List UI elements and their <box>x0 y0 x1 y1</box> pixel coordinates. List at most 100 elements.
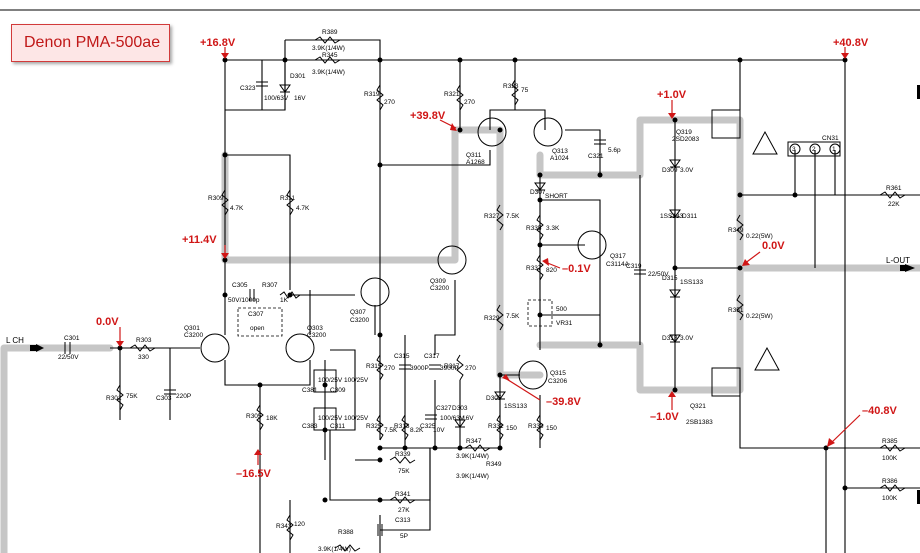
label-d303v: 16V <box>462 415 474 422</box>
label-d313v: 3.0V <box>680 335 694 342</box>
label-q311v: A1268 <box>466 159 485 166</box>
label-c311v: 100/25V <box>344 415 369 422</box>
label-lch: L CH <box>6 336 24 345</box>
label-r389v: 3.9K(1/4W) <box>312 45 345 52</box>
label-r386: R386 <box>882 478 898 485</box>
label-c317v: 3900P <box>440 365 459 372</box>
label-r333v: 150 <box>546 425 557 432</box>
voltage-plus1-0: +1.0V <box>657 89 687 101</box>
label-d307v: SHORT <box>545 193 568 200</box>
label-q313v: A1024 <box>550 155 569 162</box>
voltage-plus16-8: +16.8V <box>200 37 236 49</box>
label-c383v: 100/25V <box>318 415 343 422</box>
label-lout: L-OUT <box>886 256 910 265</box>
label-c325v: 10V <box>433 427 445 434</box>
misc-symbols <box>30 85 920 504</box>
label-r323v: 75 <box>521 87 529 94</box>
label-r385: R385 <box>882 438 898 445</box>
label-r333: R333 <box>528 423 544 430</box>
label-r349bv: 0.22(5W) <box>746 233 773 240</box>
label-c305: C305 <box>232 282 248 289</box>
label-r303: R303 <box>136 337 152 344</box>
resistors <box>116 36 906 552</box>
label-r311v: 4.7K <box>296 205 310 212</box>
voltage-plus39-8: +39.8V <box>410 110 446 122</box>
label-q317v: C3114A <box>606 261 630 268</box>
label-c319: C319 <box>626 263 642 270</box>
label-r349b: R349 <box>728 227 744 234</box>
label-q309v: C3200 <box>430 285 450 292</box>
label-c313: C313 <box>395 517 411 524</box>
label-r309v: 4.7K <box>230 205 244 212</box>
label-r339: R339 <box>395 451 411 458</box>
label-r388v: 3.9K(1/4W) <box>318 546 351 553</box>
label-r319: R319 <box>364 91 380 98</box>
label-vr31v: 500 <box>556 306 567 313</box>
label-q315v: C3206 <box>548 378 568 385</box>
label-r325: R325 <box>366 423 382 430</box>
label-r327v: 7.5K <box>506 213 520 220</box>
label-r341: R341 <box>395 491 411 498</box>
label-c315: C315 <box>394 353 410 360</box>
component-labels: R389 3.9K(1/4W) R345 3.9K(1/4W) C323 100… <box>6 29 910 553</box>
label-r339v: 75K <box>398 468 410 475</box>
label-r347: R347 <box>466 438 482 445</box>
label-r329v: 7.5K <box>506 313 520 320</box>
label-c309v: 100/25V <box>344 377 369 384</box>
label-r351v: 0.22(5W) <box>746 313 773 320</box>
label-r388: R388 <box>338 529 354 536</box>
label-c301v: 22/50V <box>58 354 79 361</box>
label-r343: R343 <box>276 523 292 530</box>
label-c317: C317 <box>424 353 440 360</box>
label-q307v: C3200 <box>350 317 370 324</box>
voltage-minus0-1: –0.1V <box>562 263 591 275</box>
voltage-minus39-8: –39.8V <box>546 396 582 408</box>
label-c327: C327 <box>436 405 452 412</box>
label-q309: Q309 <box>430 278 446 285</box>
label-c323: C323 <box>240 85 256 92</box>
label-r303v: 330 <box>138 354 149 361</box>
label-q301v: C3200 <box>184 332 204 339</box>
label-r345: R345 <box>322 52 338 59</box>
label-r345v: 3.9K(1/4W) <box>312 69 345 76</box>
label-q313: Q313 <box>552 148 568 155</box>
label-c381v: 100/25V <box>318 377 343 384</box>
label-d313: D313 <box>662 335 678 342</box>
label-r337: R337 <box>526 265 542 272</box>
label-cn31: CN31 <box>822 135 839 142</box>
label-c303v: 220P <box>176 393 191 400</box>
label-r311: R311 <box>280 195 295 202</box>
wires <box>110 39 920 553</box>
diodes <box>279 84 681 428</box>
label-r315: R315 <box>366 363 382 370</box>
label-r331: R331 <box>488 423 504 430</box>
label-r385v: 100K <box>882 455 898 462</box>
label-r361v: 22K <box>888 201 900 208</box>
label-q303v: C3200 <box>307 332 327 339</box>
label-c319v: 22/50V <box>648 271 669 278</box>
junction-dots <box>117 57 848 503</box>
label-c323v: 100/63V <box>264 95 289 102</box>
label-d309: D309 <box>662 167 678 174</box>
label-r347v: 3.9K(1/4W) <box>456 453 489 460</box>
voltage-in-0-0: 0.0V <box>96 316 119 328</box>
label-r361: R361 <box>886 185 902 192</box>
label-c301: C301 <box>64 335 80 342</box>
label-c383: C383 <box>302 423 318 430</box>
label-c303: C303 <box>156 395 172 402</box>
label-r337v: 820 <box>546 267 557 274</box>
label-d315v: 1SS133 <box>680 279 704 286</box>
label-vr31: VR31 <box>556 320 573 327</box>
label-d311: D311 <box>682 213 697 220</box>
label-r313v: 8.2K <box>410 427 424 434</box>
label-r335v: 3.3K <box>546 225 560 232</box>
label-r321: R321 <box>444 91 460 98</box>
capacitors <box>64 81 646 536</box>
label-r309: R309 <box>208 195 224 202</box>
label-r301: R301 <box>106 395 122 402</box>
label-r317v: 270 <box>465 365 476 372</box>
label-c309: C309 <box>330 387 346 394</box>
label-d303: D303 <box>452 405 468 412</box>
voltage-plus11-4: +11.4V <box>182 234 217 246</box>
voltage-minus1-0: –1.0V <box>650 411 679 423</box>
